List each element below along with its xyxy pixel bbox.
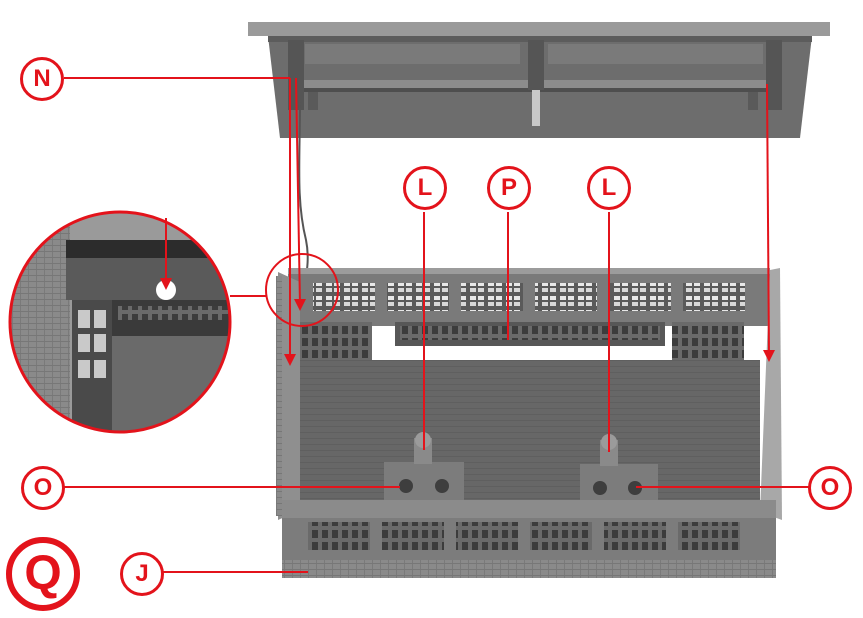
building-base (276, 268, 782, 578)
callout-p: P (487, 166, 531, 210)
callout-l-left: L (403, 166, 447, 210)
front-window-5 (604, 522, 666, 550)
callout-l-right: L (587, 166, 631, 210)
block-right (580, 464, 658, 504)
callout-o-right: O (808, 466, 852, 510)
block-left (384, 462, 464, 504)
front-window-2 (382, 522, 444, 550)
back-window-3 (461, 283, 523, 311)
back-window-4 (535, 283, 597, 311)
back-window-6 (683, 283, 745, 311)
front-window-6 (678, 522, 740, 550)
back-window-5 (609, 283, 671, 311)
callout-n: N (20, 57, 64, 101)
arrowheads (284, 299, 775, 366)
zoom-detail (8, 210, 232, 434)
front-window-1 (308, 522, 370, 550)
back-window-2 (387, 283, 449, 311)
detail-highlight-circle (265, 253, 339, 327)
front-window-4 (530, 522, 592, 550)
front-window-3 (456, 522, 518, 550)
step-label: Q (6, 537, 80, 611)
back-window-1 (313, 283, 375, 311)
roof-part (248, 22, 830, 138)
callout-j: J (120, 552, 164, 596)
callout-o-left: O (21, 466, 65, 510)
leader-lines (64, 77, 814, 573)
